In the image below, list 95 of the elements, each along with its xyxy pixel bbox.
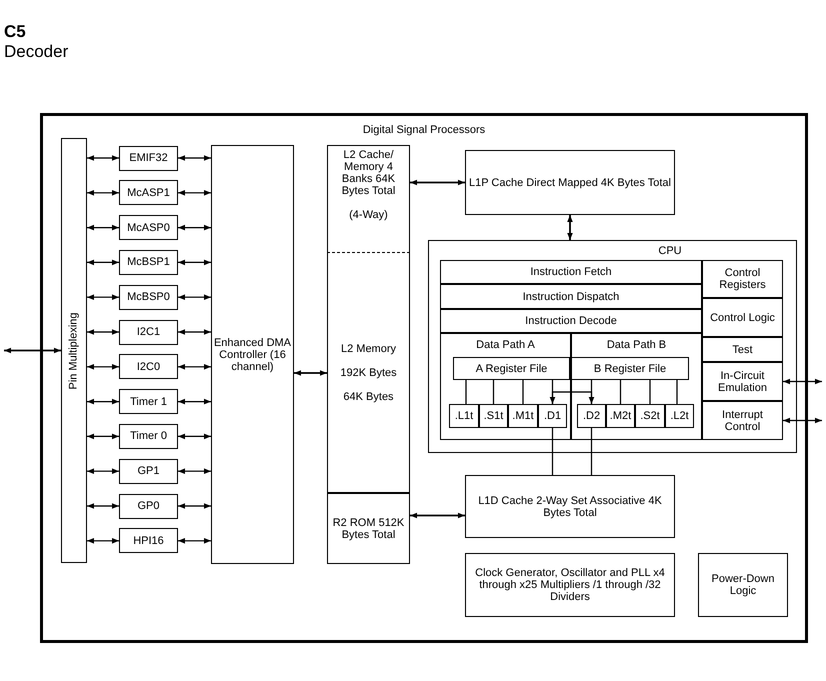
double-arrow xyxy=(178,503,211,509)
peripheral-block: McBSP0 xyxy=(119,284,178,310)
double-arrow xyxy=(87,224,119,230)
double-arrow xyxy=(87,398,119,404)
double-arrow xyxy=(178,224,211,230)
peripheral-block: GP1 xyxy=(119,458,178,484)
double-arrow xyxy=(178,329,211,335)
control-block: Control Logic xyxy=(702,298,783,337)
connector-line xyxy=(465,380,467,404)
connector-line xyxy=(676,380,678,404)
double-arrow xyxy=(178,364,211,370)
data-path-block xyxy=(440,333,571,440)
block-text: 192K Bytes xyxy=(340,366,397,378)
block-text: L2 Cache/ Memory 4 Banks 64K Bytes Total xyxy=(340,149,396,197)
double-arrow xyxy=(178,294,211,300)
reference-label: C5 xyxy=(4,22,26,42)
double-arrow xyxy=(87,364,119,370)
power-down-block: Power-Down Logic xyxy=(698,553,788,617)
peripheral-block: Timer 0 xyxy=(119,424,178,449)
register-file-block: A Register File xyxy=(453,357,570,380)
clock-generator-block: Clock Generator, Oscillator and PLL x4 through x25 Multipliers /1 through /32 Dividers xyxy=(465,553,675,617)
cache-memory-block xyxy=(327,145,410,253)
connector-line xyxy=(620,380,622,404)
peripheral-block: I2C1 xyxy=(119,320,178,344)
interrupt-control-block: Interrupt Control xyxy=(702,401,783,440)
double-arrow xyxy=(178,155,211,161)
double-arrow xyxy=(87,155,119,161)
connector-line xyxy=(649,380,651,404)
function-label: Decoder xyxy=(4,42,68,62)
double-arrow xyxy=(178,434,211,440)
double-arrow xyxy=(87,329,119,335)
pin-multiplexing-bar xyxy=(61,138,87,563)
processor-block xyxy=(40,113,808,643)
double-arrow xyxy=(4,348,61,354)
functional-unit-block: .L1t xyxy=(449,404,479,428)
double-arrow xyxy=(178,260,211,266)
block-title: Data Path A xyxy=(475,339,536,351)
double-arrow xyxy=(783,378,822,384)
block-text: (4-Way) xyxy=(349,209,388,221)
functional-unit-block: .L2t xyxy=(665,404,694,428)
double-arrow xyxy=(294,370,327,376)
functional-unit-block: .S2t xyxy=(635,404,665,428)
functional-unit-block: .D2 xyxy=(577,404,606,428)
program-cache-block: L1P Cache Direct Mapped 4K Bytes Total xyxy=(465,150,675,215)
cpu-block xyxy=(428,240,797,453)
double-arrow xyxy=(87,260,119,266)
double-arrow xyxy=(178,398,211,404)
double-arrow xyxy=(87,294,119,300)
double-arrow xyxy=(87,503,119,509)
register-file-block: B Register File xyxy=(571,357,689,380)
connector-line xyxy=(492,380,494,404)
double-arrow xyxy=(87,468,119,474)
functional-unit-block: .S1t xyxy=(479,404,508,428)
functional-unit-block: .M1t xyxy=(508,404,538,428)
connector-line xyxy=(552,428,554,475)
double-arrow xyxy=(550,391,594,404)
double-arrow xyxy=(178,468,211,474)
peripheral-block: EMIF32 xyxy=(119,146,178,170)
double-arrow xyxy=(410,180,465,186)
block-title: Digital Signal Processors xyxy=(362,124,486,136)
pipeline-stage-block: Instruction Decode xyxy=(440,309,702,333)
peripheral-block: McASP0 xyxy=(119,215,178,240)
peripheral-block: HPI16 xyxy=(119,528,178,554)
block-title: Data Path B xyxy=(606,339,668,351)
double-arrow xyxy=(87,434,119,440)
block-title: CPU xyxy=(657,245,683,257)
double-arrow xyxy=(178,538,211,544)
test-block: Test xyxy=(702,337,783,362)
peripheral-block: McASP1 xyxy=(119,180,178,206)
block-text: 64K Bytes xyxy=(343,390,394,402)
block-text: Pin Multiplexing xyxy=(68,312,80,390)
double-arrow xyxy=(87,190,119,196)
dma-controller-block: Enhanced DMA Controller (16 channel) xyxy=(211,145,294,564)
functional-unit-block: .M2t xyxy=(606,404,635,428)
peripheral-block: GP0 xyxy=(119,494,178,518)
data-cache-block: L1D Cache 2-Way Set Associative 4K Bytes Total xyxy=(465,475,675,538)
control-block: Control Registers xyxy=(702,260,783,298)
peripheral-block: Timer 1 xyxy=(119,389,178,414)
block-text: L2 Memory xyxy=(340,342,396,354)
connector-line xyxy=(522,380,524,404)
peripheral-block: I2C0 xyxy=(119,354,178,380)
memory-block xyxy=(327,253,410,493)
connector-line xyxy=(590,428,592,475)
double-arrow xyxy=(410,512,465,518)
data-path-block xyxy=(571,333,702,440)
double-arrow xyxy=(783,418,822,424)
double-arrow xyxy=(87,538,119,544)
emulation-block: In-Circuit Emulation xyxy=(702,362,783,401)
rom-block: R2 ROM 512K Bytes Total xyxy=(327,493,410,564)
peripheral-block: McBSP1 xyxy=(119,250,178,275)
double-arrow xyxy=(178,190,211,196)
pipeline-stage-block: Instruction Fetch xyxy=(440,260,702,284)
double-arrow xyxy=(567,215,573,240)
functional-unit-block: .D1 xyxy=(538,404,567,428)
pipeline-stage-block: Instruction Dispatch xyxy=(440,284,702,309)
